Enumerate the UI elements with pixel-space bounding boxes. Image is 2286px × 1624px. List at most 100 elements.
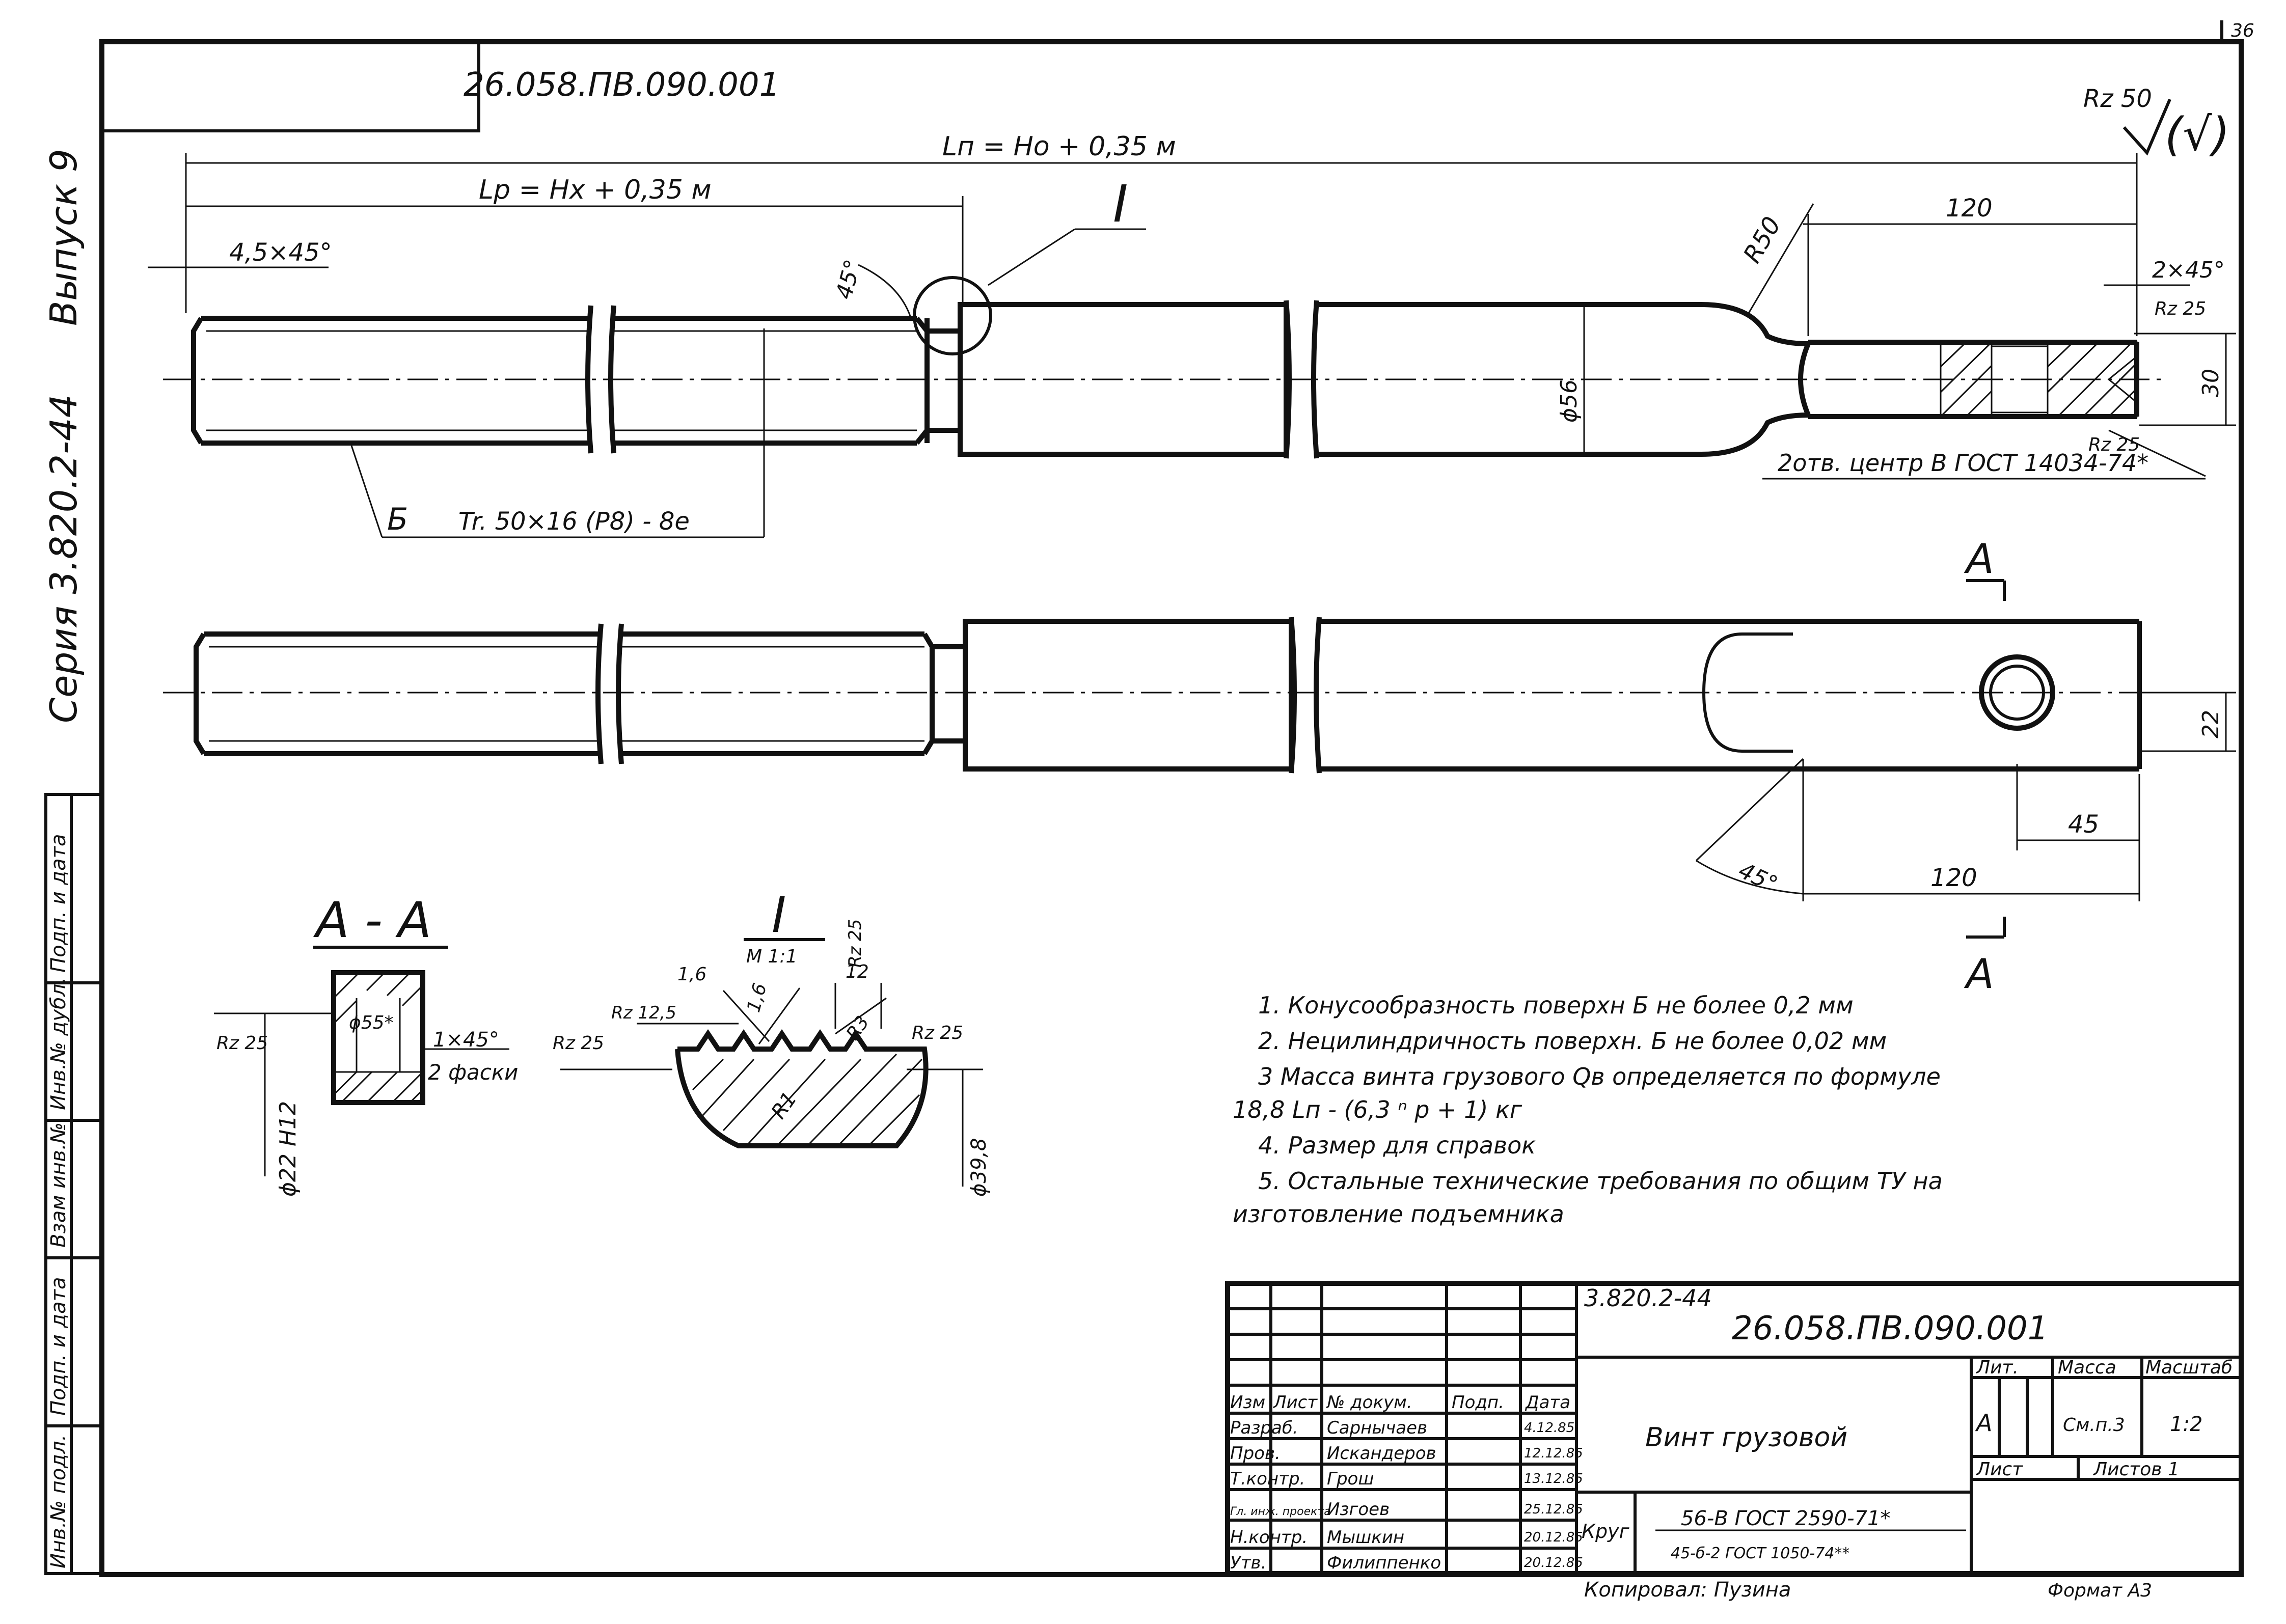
detail-r3: R3 (842, 1012, 874, 1044)
surface-b: Б (387, 502, 408, 537)
aa-chamfer-note: 2 фаски (428, 1060, 518, 1085)
svg-text:Утв.: Утв. (1230, 1553, 1266, 1573)
thread-spec: Tr. 50×16 (P8) - 8e (458, 507, 690, 536)
svg-text:Подп.: Подп. (1452, 1392, 1504, 1413)
dim-rz25-b: Rz 25 (2088, 434, 2140, 455)
dim-45: 45 (2068, 810, 2099, 839)
detail-r16b: 1,6 (743, 981, 771, 1014)
note-4: 4. Размер для справок (1258, 1132, 1536, 1159)
note-3-formula: 18,8 Lп - (6,3 ⁿ p + 1) кг (1233, 1096, 1522, 1123)
svg-text:Масштаб: Масштаб (2145, 1357, 2233, 1378)
tb-format: Формат А3 (2048, 1580, 2152, 1601)
svg-text:А: А (1975, 1409, 1992, 1437)
svg-text:Инв.№ дубл.: Инв.№ дубл. (47, 977, 70, 1110)
svg-text:См.п.3: См.п.3 (2063, 1415, 2125, 1436)
svg-text:56-В ГОСТ 2590-71*: 56-В ГОСТ 2590-71* (1681, 1507, 1890, 1530)
note-1: 1. Конусообразность поверхн Б не более 0… (1258, 992, 1854, 1019)
detail-rz25r: Rz 25 (912, 1023, 963, 1043)
dim-56: ϕ56 (1556, 379, 1582, 423)
dim-rz25-a: Rz 25 (2155, 298, 2206, 319)
dim-120-bottom: 120 (1930, 864, 1977, 892)
svg-text:25.12.85: 25.12.85 (1524, 1502, 1583, 1517)
svg-text:12.12.85: 12.12.85 (1524, 1446, 1583, 1461)
svg-text:20.12.85: 20.12.85 (1524, 1530, 1583, 1545)
svg-text:Листов 1: Листов 1 (2092, 1459, 2180, 1480)
technical-notes: 1. Конусообразность поверхн Б не более 0… (1233, 992, 1943, 1228)
dim-120-top: 120 (1946, 194, 1993, 223)
detail-rz25l: Rz 25 (553, 1033, 604, 1054)
dim-angle: 45° (831, 257, 866, 302)
svg-text:Пров.: Пров. (1230, 1443, 1281, 1464)
svg-text:Лит.: Лит. (1975, 1357, 2019, 1378)
detail-i-scale: М 1:1 (746, 946, 797, 967)
series-label: Серия 3.820.2-44 (42, 394, 85, 723)
tb-copied: Копировал: Пузина (1584, 1578, 1791, 1602)
tb-code2: 26.058.ПВ.090.001 (1732, 1310, 2048, 1347)
dim-angle-45b: 45° (1734, 858, 1781, 898)
roughness-general-symbol: Rz 50 (√) (2083, 85, 2230, 161)
detail-dia398: ϕ39,8 (967, 1138, 991, 1197)
dim-chamfer-left: 4,5×45° (229, 238, 332, 267)
svg-text:Гл. инж. проекта: Гл. инж. проекта (1230, 1505, 1331, 1518)
dim-30: 30 (2198, 369, 2224, 397)
aa-rz25: Rz 25 (216, 1033, 268, 1054)
screw-bottom-view (163, 617, 2165, 774)
note-5-cont: изготовление подъемника (1233, 1200, 1564, 1228)
section-aa-title: А - А (313, 892, 431, 949)
bottom-view-dimensions: А А 22 45 120 45° (1695, 535, 2236, 998)
mirrored-stamp-text: 26.058.ПВ.090.001 (464, 66, 780, 104)
svg-text:Лист: Лист (1272, 1392, 1318, 1413)
detail-r16: 1,6 (677, 964, 706, 985)
section-a-a: А - А ϕ55* Rz 25 ϕ22 H12 1×45° 2 фаски (214, 892, 518, 1197)
dim-22: 22 (2198, 710, 2224, 738)
note-5: 5. Остальные технические требования по о… (1258, 1167, 1943, 1195)
dim-chamfer-right: 2×45° (2152, 257, 2225, 283)
svg-text:4.12.85: 4.12.85 (1524, 1420, 1574, 1436)
svg-text:Сарнычаев: Сарнычаев (1327, 1418, 1427, 1438)
dim-ln: Lп = Hо + 0,35 м (942, 131, 1176, 162)
svg-text:20.12.85: 20.12.85 (1524, 1555, 1583, 1571)
detail-rz12: Rz 12,5 (611, 1003, 676, 1023)
aa-dia55: ϕ55* (349, 1012, 394, 1033)
section-mark-bottom: А (1964, 950, 1994, 998)
detail-i-title: I (772, 887, 786, 944)
svg-text:Rz 50: Rz 50 (2083, 85, 2152, 113)
svg-text:Взам инв.№: Взам инв.№ (47, 1122, 70, 1248)
svg-text:Масса: Масса (2058, 1357, 2116, 1378)
mirrored-stamp-box (100, 40, 480, 132)
side-stamp: Подп. и дата Инв.№ дубл. Взам инв.№ Подп… (44, 793, 103, 1575)
tb-code1: 3.820.2-44 (1584, 1284, 1712, 1312)
svg-text:1:2: 1:2 (2170, 1413, 2202, 1436)
svg-text:Круг: Круг (1582, 1520, 1630, 1543)
section-mark-top: А (1964, 535, 1994, 583)
svg-text:Грош: Грош (1327, 1469, 1374, 1489)
svg-text:Искандеров: Искандеров (1327, 1443, 1436, 1464)
svg-text:Мышкин: Мышкин (1327, 1527, 1404, 1548)
detail-12: 12 (846, 961, 869, 982)
title-block: 3.820.2-44 26.058.ПВ.090.001 Изм Лист № … (1225, 1281, 2244, 1602)
svg-text:Разраб.: Разраб. (1230, 1418, 1298, 1438)
issue-label: Выпуск 9 (42, 149, 85, 326)
svg-text:Подп. и дата: Подп. и дата (47, 834, 70, 973)
dim-centers: 2отв. центр В ГОСТ 14034-74* (1778, 449, 2148, 477)
dim-lp: Lр = Hх + 0,35 м (479, 175, 712, 205)
page-number: 36 (2231, 20, 2254, 41)
svg-text:Изгоев: Изгоев (1327, 1499, 1390, 1520)
detail-rz25-top: Rz 25 (845, 919, 865, 968)
svg-text:Инв.№ подл.: Инв.№ подл. (47, 1435, 70, 1568)
svg-text:Н.контр.: Н.контр. (1230, 1527, 1308, 1548)
svg-text:Изм: Изм (1230, 1392, 1265, 1413)
aa-hole: ϕ22 H12 (275, 1101, 301, 1197)
svg-text:№ докум.: № докум. (1326, 1392, 1412, 1413)
svg-text:Подп. и дата: Подп. и дата (47, 1277, 70, 1416)
note-3: 3 Масса винта грузового Qв определяется … (1258, 1063, 1941, 1090)
screw-top-view (163, 276, 2165, 459)
svg-text:Т.контр.: Т.контр. (1230, 1469, 1305, 1489)
tb-product: Винт грузовой (1645, 1422, 1847, 1453)
svg-text:45-б-2 ГОСТ 1050-74**: 45-б-2 ГОСТ 1050-74** (1671, 1545, 1849, 1562)
svg-text:Дата: Дата (1525, 1392, 1570, 1413)
svg-text:Лист: Лист (1975, 1459, 2023, 1480)
svg-text:(√): (√) (2165, 108, 2230, 161)
note-2: 2. Нецилиндричность поверхн. Б не более … (1258, 1027, 1887, 1055)
